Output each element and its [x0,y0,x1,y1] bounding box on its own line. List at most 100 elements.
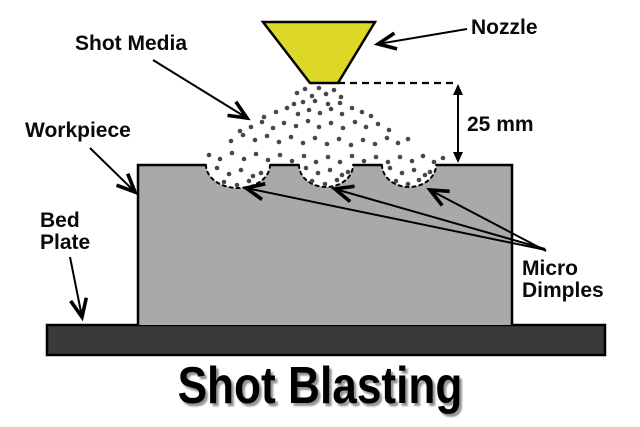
workpiece-label: Workpiece [25,119,131,142]
shot-dot [420,153,426,159]
shot-dot [301,153,307,159]
shot-dot [261,114,267,120]
nozzle-label: Nozzle [471,16,538,39]
shot-media-dots [206,85,446,188]
shot-dot [315,170,321,176]
shot-dot [246,178,252,184]
shot-dot [397,154,403,160]
shot-dot [288,134,294,140]
shot-dot [427,169,433,175]
shot-dot [387,165,393,171]
shot-dot [325,101,331,107]
shot-dot [405,181,411,187]
shot-media-arrow [152,59,247,118]
shot-dot [393,178,399,184]
shot-dot [349,153,355,159]
shot-dot [384,135,390,141]
shot-dot [331,87,337,93]
shot-dot [316,85,322,91]
shot-dot [221,179,227,185]
shot-dot [368,113,374,119]
shot-dot [345,169,351,175]
workpiece-shape [138,165,512,325]
shot-dot [270,125,276,131]
shot-dot [337,100,343,106]
diagram-title: Shot Blasting [177,357,463,415]
micro-dimples-arrow-2 [335,189,546,250]
shot-dot [322,181,328,187]
shot-dot [248,124,254,130]
shot-dot [373,154,379,160]
shot-dot [238,167,244,173]
shot-dot [337,159,343,165]
bed-plate-shape [45,323,607,357]
micro-dimple-arcs [205,164,437,189]
shot-dot [363,124,369,130]
shot-dot [334,177,340,183]
shot-dot [252,137,258,143]
standoff-distance-label: 25 mm [467,113,534,136]
shot-dot [372,141,378,147]
micro-dimples-label-line2: Dimples [522,278,604,302]
shot-dot [258,170,264,176]
shot-dot [385,159,391,165]
shot-dot [300,140,306,146]
shot-dot [338,94,344,100]
bed-plate-label-line2: Plate [40,230,91,254]
nozzle-arrow [378,28,468,44]
shot-dot [431,159,437,165]
shot-dot [214,165,220,171]
shot-dot [399,170,405,176]
bed-plate-label: Bed Plate [40,210,90,253]
shot-dot [411,167,417,173]
shot-dot [395,140,401,146]
shot-dot [324,141,330,147]
shot-dot [386,127,392,133]
shot-dot [312,98,318,104]
shot-dot [259,119,265,125]
shot-dot [328,120,334,126]
micro-dimples-arrow-3 [430,190,547,252]
shot-dot [328,106,334,112]
micro-dimples-label: Micro Dimples [522,258,604,301]
shot-dot [294,90,300,96]
shot-media-label: Shot Media [75,32,188,55]
shot-dot [309,178,315,184]
shot-dot [352,119,358,125]
shot-dot [327,167,333,173]
shot-dot [316,124,322,130]
shot-dot [226,171,232,177]
bed-plate-label-line1: Bed [40,209,80,232]
dimension-arrowhead-up [453,84,463,95]
shot-dot [300,99,306,105]
shot-dot [359,109,365,115]
shot-dot [409,158,415,164]
shot-dot [361,158,367,164]
shot-dot [302,86,308,92]
shot-dot [217,156,223,162]
shot-dot [284,105,290,111]
shot-dot [309,93,315,99]
workpiece-arrow [89,147,135,192]
shot-dot [440,155,446,161]
shot-dot [339,111,345,117]
shot-dot [312,135,318,141]
shot-dot [241,156,247,162]
shot-dot [405,136,411,142]
shot-dot [422,172,428,178]
shot-dot [293,123,299,129]
dimension-arrowhead-down [453,152,463,163]
shot-dot [265,157,271,163]
nozzle-shape [260,20,378,85]
shot-dot [349,105,355,111]
shot-dot [234,182,240,188]
shot-dot [291,101,297,107]
shot-dot [339,172,345,178]
shot-dot [277,152,283,158]
shot-dot [317,110,323,116]
shot-dot [281,120,287,126]
shot-dot [305,118,311,124]
shot-dot [303,165,309,171]
micro-dimples-label-line1: Micro [522,257,579,280]
